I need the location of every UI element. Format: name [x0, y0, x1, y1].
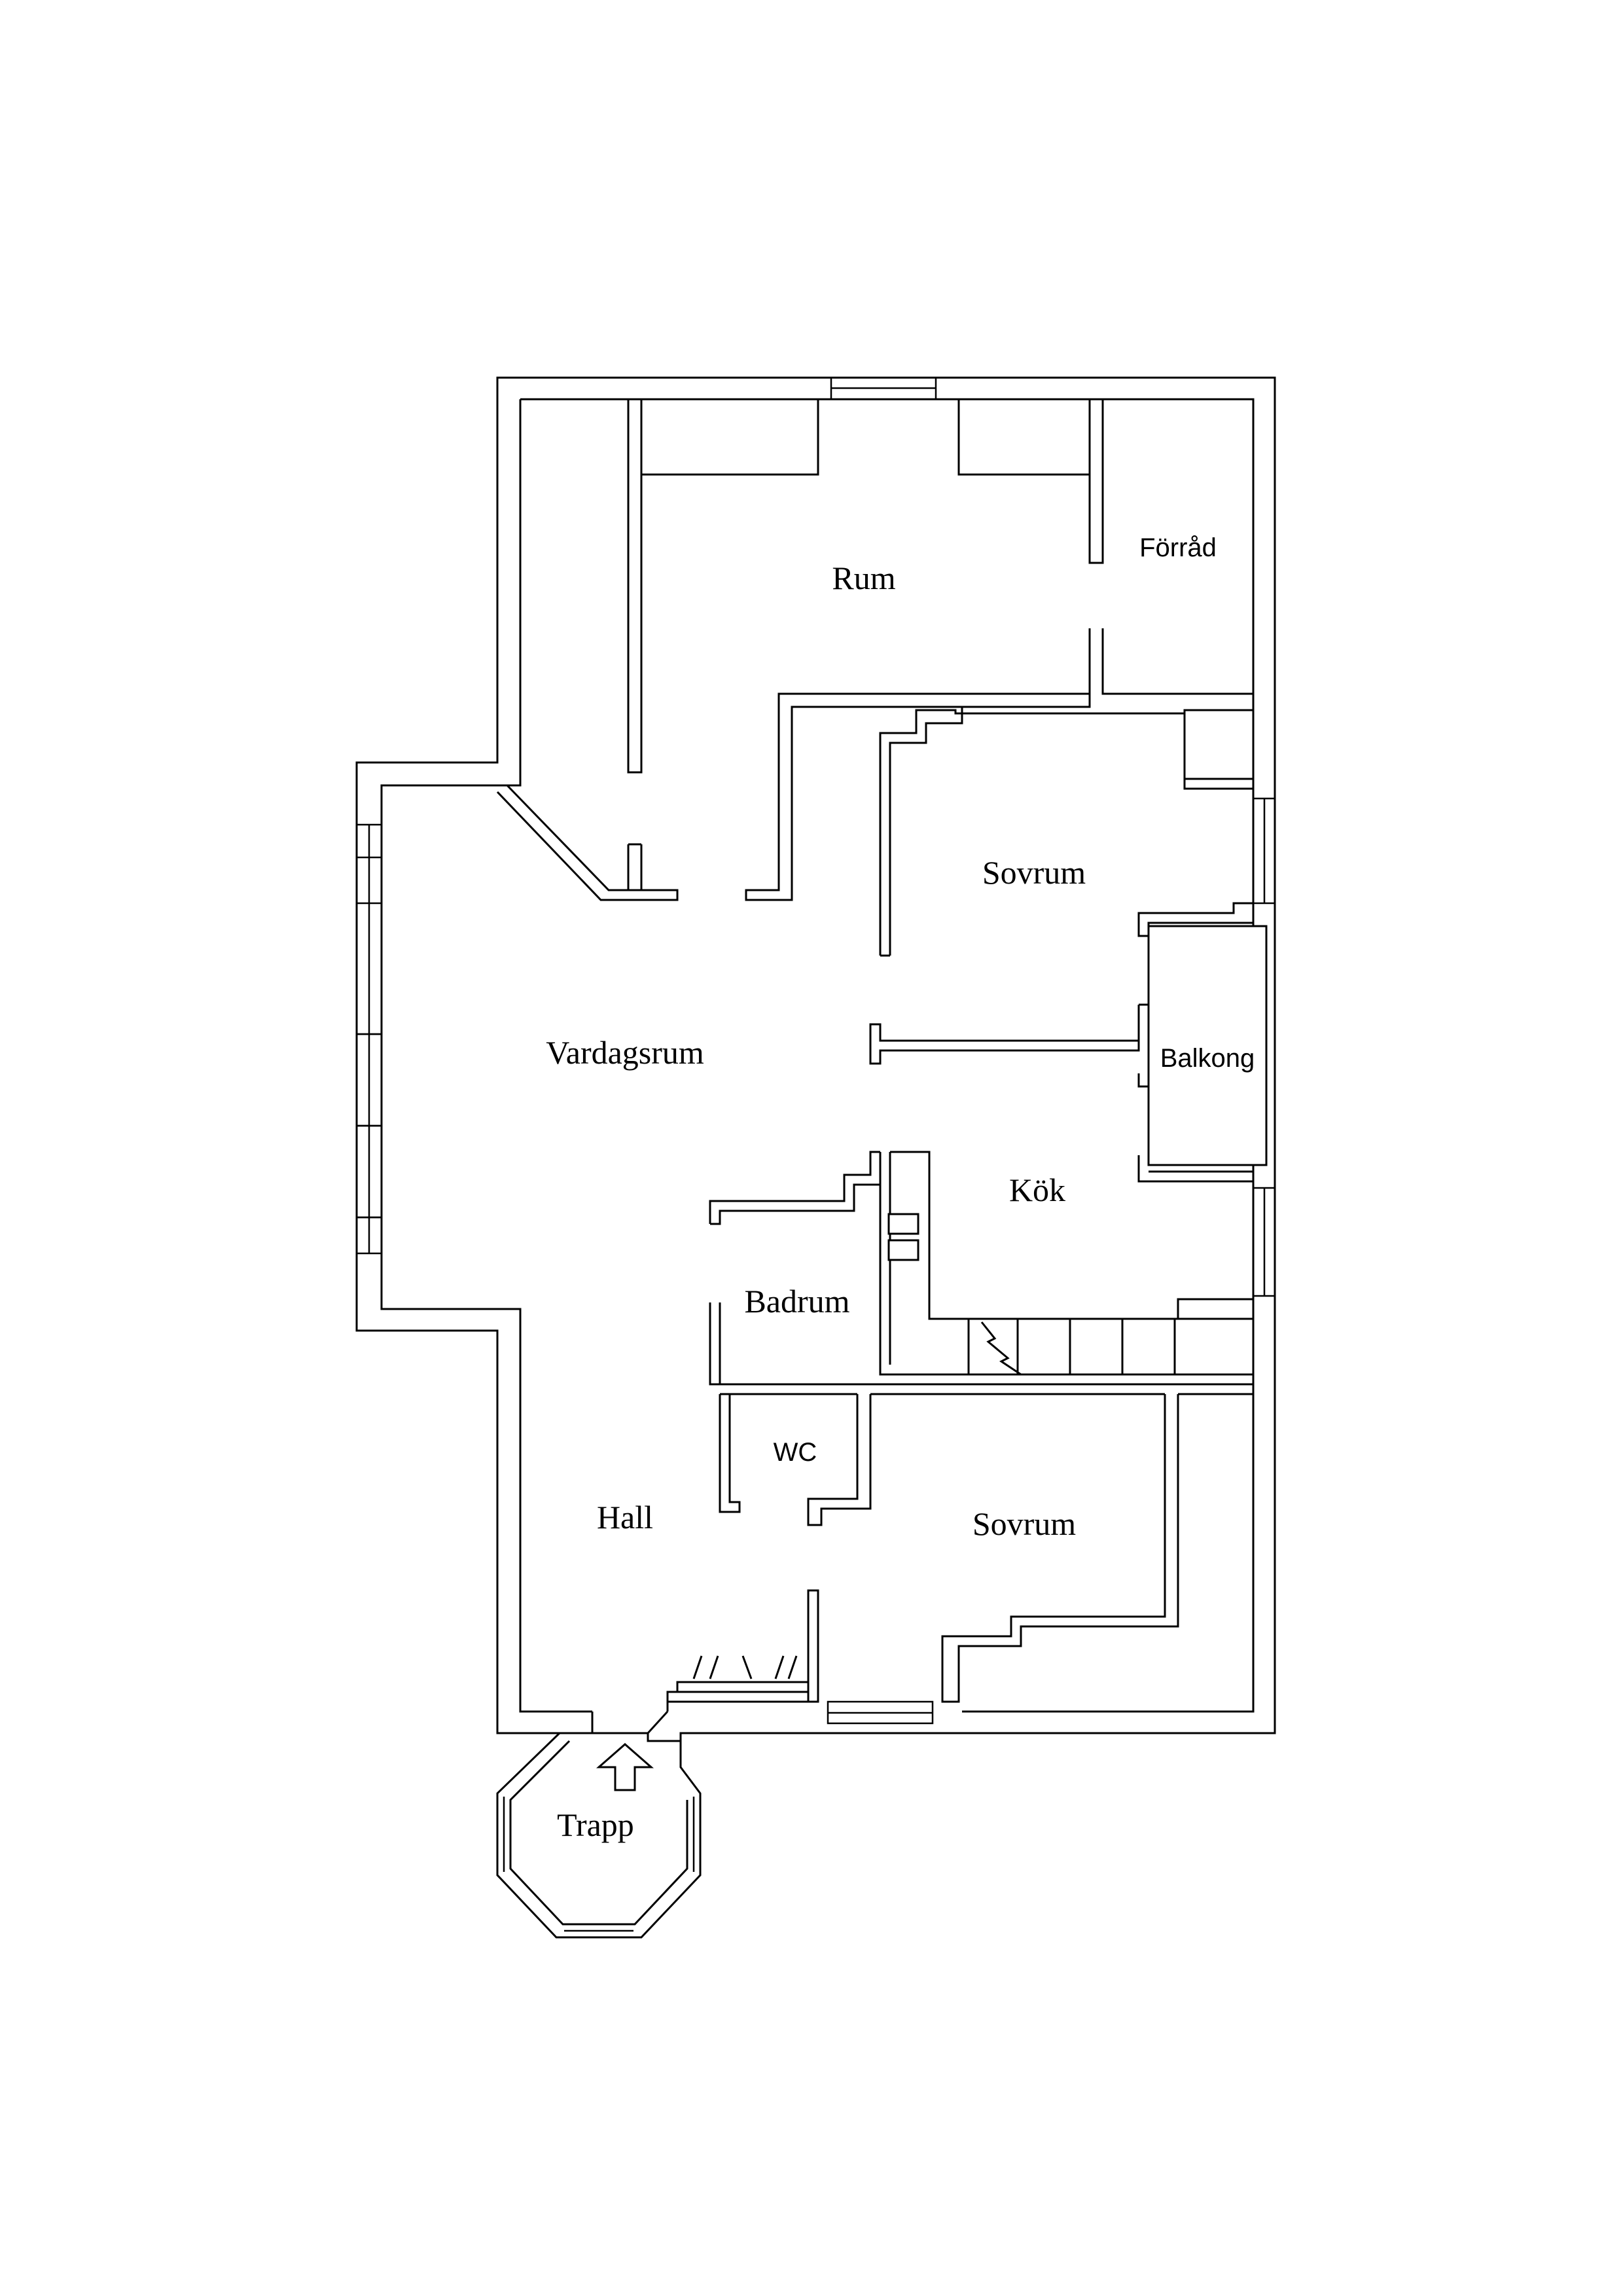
entrance-arrow-icon [596, 1743, 654, 1791]
label-sovrum-top: Sovrum [982, 854, 1086, 891]
label-rum: Rum [832, 560, 895, 596]
trapp-octagon-inner [509, 1740, 688, 1926]
hall-right-wall [807, 1589, 819, 1703]
badrum-wc-wall [710, 1383, 1253, 1395]
kok-balkong-wall [1137, 1155, 1253, 1183]
label-hall: Hall [597, 1499, 653, 1535]
sovrum-bottom-closet [941, 1394, 1179, 1703]
label-trapp: Trapp [557, 1806, 634, 1843]
rum-closet-left [627, 399, 643, 774]
rum-wardrobe-left [640, 398, 819, 476]
label-balkong: Balkong [1160, 1044, 1255, 1073]
label-kok: Kök [1009, 1172, 1065, 1208]
sovrum-top-right-wall [1183, 779, 1253, 790]
top-left-shaft [507, 399, 522, 787]
sovrum-kok-wall [869, 1023, 1140, 1065]
rum-wardrobe-right [957, 398, 1091, 476]
forrad-wall [1088, 628, 1253, 695]
balkong-door-wall [1137, 1003, 1149, 1088]
hall-shoe-rack [666, 1681, 808, 1712]
sovrum-balkong-wall [1137, 902, 1253, 937]
rum-sovrum-wall [745, 692, 1091, 901]
label-wc: WC [774, 1438, 817, 1467]
wc-walls [719, 1394, 872, 1526]
stair-break-mark [980, 1321, 1022, 1376]
entrance-door-jamb [591, 1710, 669, 1734]
badrum-walls [709, 1151, 880, 1386]
vardagsrum-diagonal-wall [496, 784, 679, 901]
outer-wall [355, 376, 1276, 1742]
label-sovrum-bottom: Sovrum [972, 1505, 1076, 1542]
label-vardagsrum: Vardagsrum [546, 1034, 704, 1071]
inner-wall-outline [380, 398, 1255, 1713]
rum-divider [1088, 399, 1104, 564]
stove [887, 1213, 919, 1235]
label-badrum: Badrum [744, 1283, 849, 1319]
balkong [1147, 925, 1268, 1166]
trapp-octagon-outer [496, 1732, 702, 1939]
trapp-windows [503, 1797, 695, 1932]
hall-rack-hatching [692, 1655, 798, 1679]
label-forrad: Förråd [1139, 533, 1217, 562]
kok-counter [879, 1151, 1255, 1376]
sovrum-top-closet [1183, 709, 1255, 780]
stair-steps [967, 1319, 1176, 1374]
vardagsrum-stub [627, 843, 643, 890]
stove-2 [887, 1239, 919, 1261]
